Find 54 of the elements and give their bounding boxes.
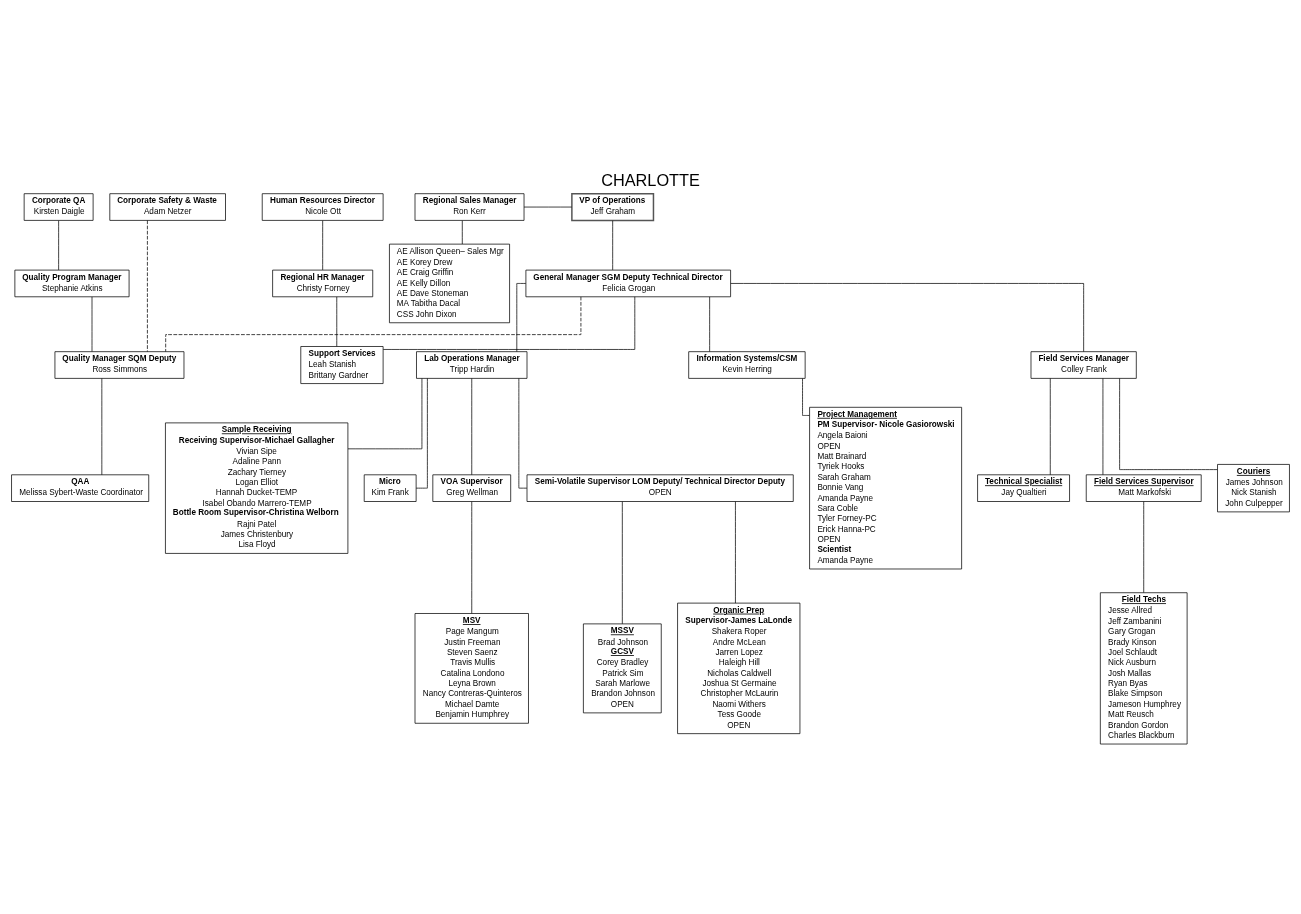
connector <box>471 378 473 476</box>
node-box: Couriers James Johnson Nick Stanish John Culpepper <box>1217 464 1290 513</box>
node-box: Organic Prep Supervisor-James LaLonde Shakera Roper Andre McLean Jarren Lopez Haleigh Hill Nicholas Caldwell Joshua St Germaine Christopher McLaurin Naomi Withers Tess Goode OPEN <box>677 602 801 734</box>
connector <box>1102 378 1104 476</box>
node-box: MSSV Brad Johnson GCSV Corey Bradley Patrick Sim Sarah Marlowe Brandon Johnson OPEN <box>583 623 662 714</box>
node-box: Field Services Supervisor Matt Markofski <box>1085 474 1202 502</box>
node-box: MSV Page Mangum Justin Freeman Steven Saenz Travis Mullis Catalina Londono Leyna Brown Nancy Contreras-Quinteros Michael Damte Benjamin Humphrey <box>414 613 529 724</box>
connector <box>101 378 103 476</box>
connector <box>58 220 59 271</box>
node-box: Quality Program Manager Stephanie Atkins <box>14 269 130 298</box>
node-box: Project Management PM Supervisor- Nicole Gasiorowski Angela Baioni OPEN Matt Brainard Tyriek Hooks Sarah Graham Bonnie Vang Amanda Payne Sara Coble Tyler Forney-PC Erick Hanna-PC OPEN Scientist Amanda Payne <box>809 406 962 570</box>
node-box: Regional Sales Manager Ron Kerr <box>414 193 525 221</box>
node-box: Technical Specialist Jay Qualtieri <box>977 474 1070 502</box>
node-box: Sample Receiving Receiving Supervisor-Michael Gallagher Vivian Sipe Adaline Pann Zachary Tierney Logan Elliot Hannah Ducket-TEMP Isabel Obando Marrero-TEMP Bottle Room Supervisor-Christina Welborn Rajni Patel James Christenbury Lisa Floyd <box>165 422 349 554</box>
connector <box>802 378 810 416</box>
connector <box>165 296 582 352</box>
node-box: QAA Melissa Sybert-Waste Coordinator <box>11 474 150 502</box>
connector <box>91 296 93 352</box>
connector <box>347 378 423 450</box>
connector <box>147 220 148 352</box>
connector <box>382 296 636 350</box>
connector <box>730 283 1084 352</box>
connector <box>461 220 463 245</box>
node-box: Field Services Manager Colley Frank <box>1030 351 1137 379</box>
connector <box>1119 378 1218 470</box>
node-box: Semi-Volatile Supervisor LOM Deputy/ Technical Director Deputy OPEN <box>526 474 794 502</box>
connector <box>518 378 528 489</box>
node-box: VP of Operations Jeff Graham <box>571 192 655 222</box>
node-box: Lab Operations Manager Tripp Hardin <box>416 351 528 379</box>
node-box: Human Resources Director Nicole Ott <box>261 193 384 221</box>
node-box: Quality Manager SQM Deputy Ross Simmons <box>54 351 185 379</box>
connector <box>523 206 573 208</box>
connector <box>709 296 710 352</box>
connector <box>735 501 736 604</box>
node-box: Regional HR Manager Christy Forney <box>272 269 374 298</box>
connector <box>621 501 623 625</box>
connector <box>322 220 324 271</box>
connector <box>1049 378 1051 476</box>
connector <box>1143 501 1145 593</box>
connector <box>336 296 338 347</box>
node-box: Support Services Leah Stanish Brittany Gardner <box>300 346 384 384</box>
connector <box>612 220 614 271</box>
node-box: Corporate QA Kirsten Daigle <box>23 193 94 221</box>
node-box: VOA Supervisor Greg Wellman <box>432 474 512 502</box>
connector <box>415 378 428 489</box>
connector <box>471 501 473 614</box>
node-box: Micro Kim Frank <box>363 474 417 502</box>
node-box: Field Techs Jesse Allred Jeff Zambanini Gary Grogan Brady Kinson Joel Schlaudt Nick Ausburn Josh Mallas Ryan Byas Blake Simpson Jameson Humphrey Matt Reusch Brandon Gordon Charles Blackburn <box>1099 592 1188 745</box>
diagram-title: CHARLOTTE <box>601 170 700 189</box>
node-box: Information Systems/CSM Kevin Herring <box>688 351 806 379</box>
node-box: General Manager SGM Deputy Technical Director Felicia Grogan <box>525 269 731 298</box>
connector <box>516 283 527 352</box>
node-box: Corporate Safety & Waste Adam Netzer <box>109 193 226 221</box>
node-box: AE Allison Queen– Sales Mgr AE Korey Drew AE Craig Griffin AE Kelly Dillon AE Dave Stoneman MA Tabitha Dacal CSS John Dixon <box>389 243 510 324</box>
